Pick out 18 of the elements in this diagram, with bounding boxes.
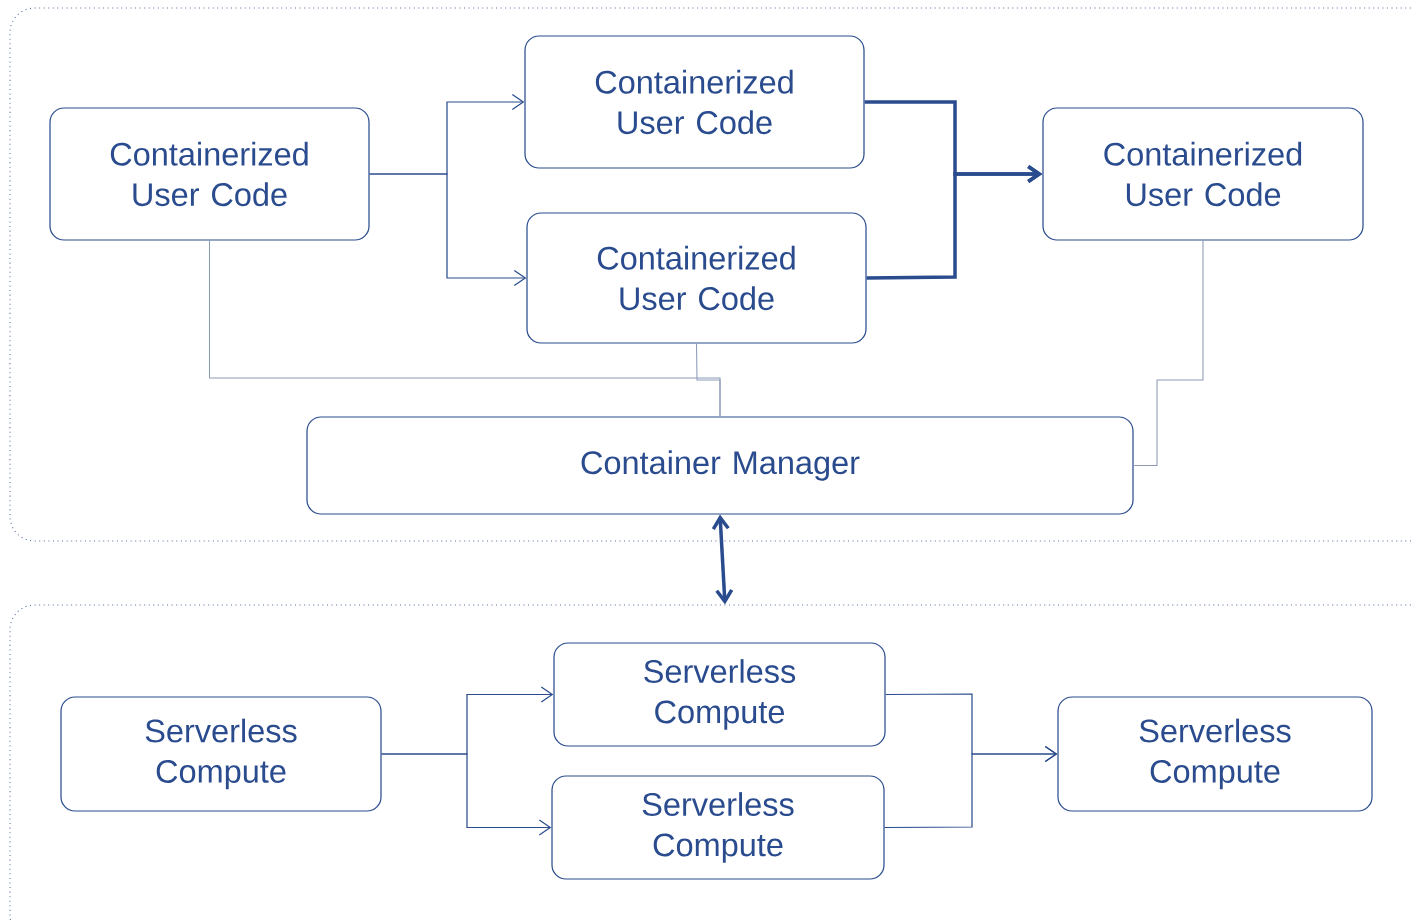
process-box: Container Manager (306, 416, 1134, 515)
arrow (866, 165, 1043, 280)
process-box: Containerized User Code (526, 212, 867, 344)
process-box: Serverless Compute (1057, 696, 1373, 812)
connector-line (696, 343, 721, 417)
panel-frame (9, 7, 1411, 542)
arrow (711, 514, 734, 605)
arrow (369, 173, 527, 287)
connector-line (1133, 240, 1204, 467)
process-box: Serverless Compute (60, 696, 382, 812)
process-box: Serverless Compute (553, 642, 886, 747)
panel-frame (9, 604, 1411, 920)
process-box: Containerized User Code (524, 35, 865, 169)
process-box: Serverless Compute (551, 775, 885, 880)
process-box: Containerized User Code (49, 107, 370, 241)
arrow (381, 753, 552, 836)
arrow (884, 745, 1058, 829)
process-box: Containerized User Code (1042, 107, 1364, 241)
